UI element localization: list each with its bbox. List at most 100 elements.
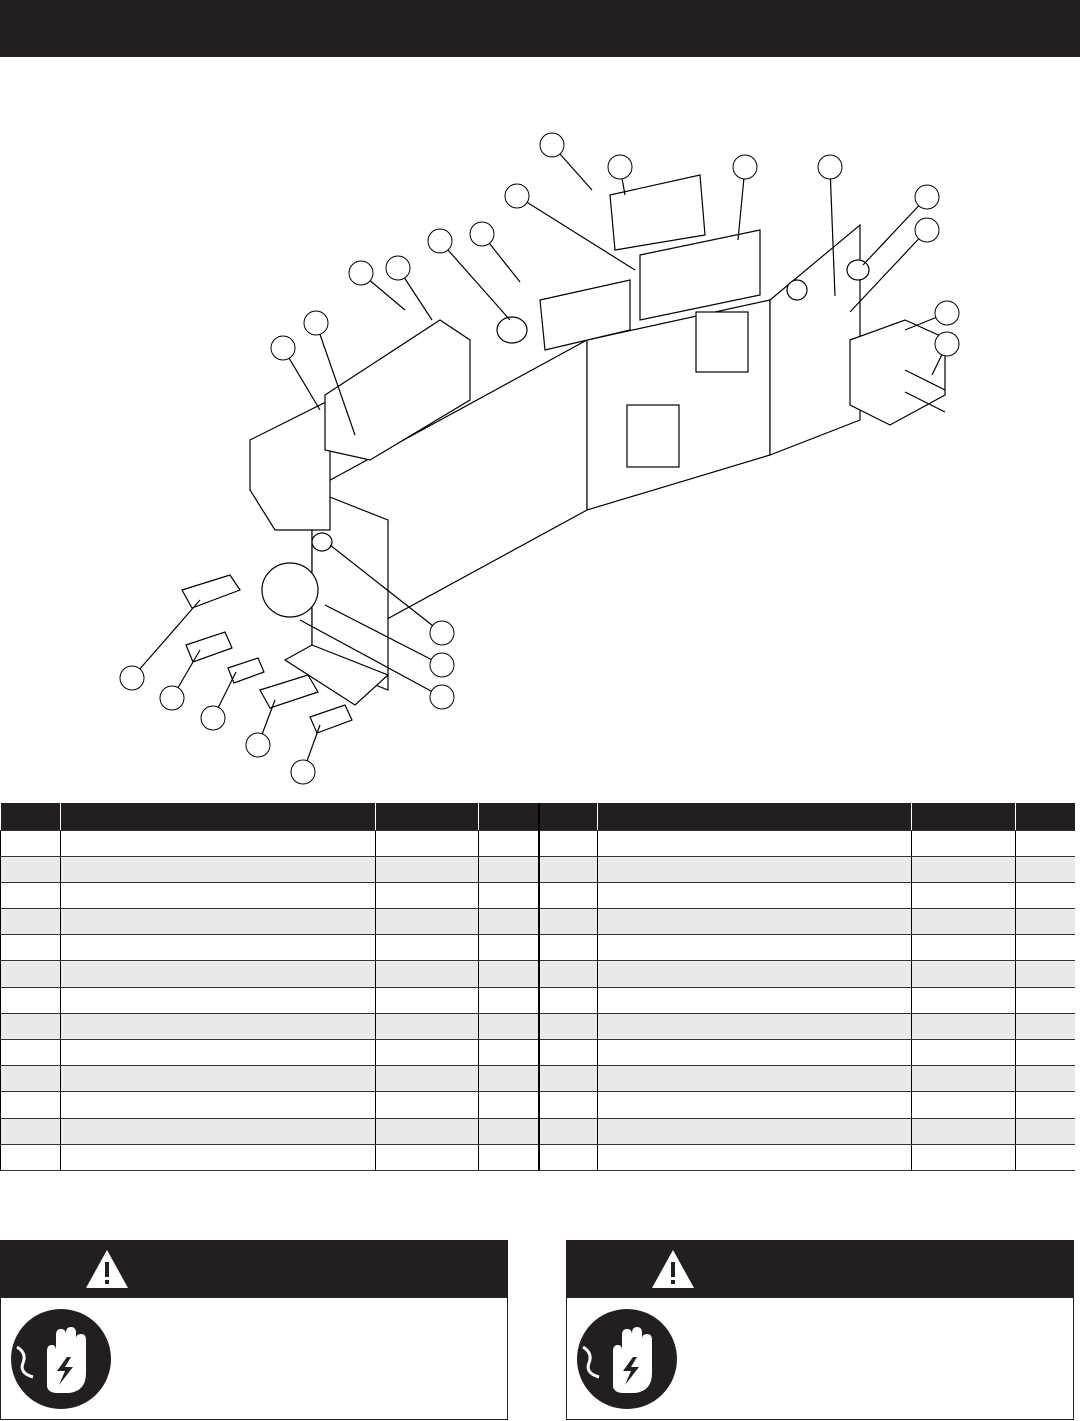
table-cell <box>1015 908 1075 936</box>
callout-circle <box>119 665 145 691</box>
table-cell <box>911 830 1016 857</box>
page-header-bar <box>0 0 1080 57</box>
table-cell <box>0 1065 61 1093</box>
table-cell <box>537 830 598 857</box>
callout-circle <box>504 183 530 209</box>
callout-circle <box>914 217 940 243</box>
callout-circle <box>303 310 329 336</box>
table-row <box>0 856 1075 883</box>
table-cell <box>1015 934 1075 962</box>
table-cell <box>375 1013 479 1041</box>
callout-circle <box>200 705 226 731</box>
harness-connector <box>309 704 353 734</box>
table-cell <box>60 987 376 1014</box>
warning-box <box>566 1240 1074 1420</box>
bracket-side-panel <box>769 223 861 456</box>
table-cell <box>478 830 539 857</box>
table-cell <box>537 856 598 883</box>
table-cell <box>911 1144 1016 1171</box>
terminal-screw <box>904 391 946 413</box>
table-cell <box>537 882 598 910</box>
table-cell <box>1015 1144 1075 1171</box>
table-cell <box>375 1118 479 1145</box>
table-cell <box>375 908 479 936</box>
table-cell <box>478 934 539 962</box>
warning-header <box>567 1241 1073 1298</box>
table-cell <box>1015 987 1075 1014</box>
table-cell <box>0 1144 61 1171</box>
table-cell <box>478 1039 539 1067</box>
table-cell <box>597 1091 912 1119</box>
table-cell <box>478 1118 539 1145</box>
table-cell <box>537 908 598 936</box>
table-cell <box>375 1039 479 1067</box>
table-cell <box>60 1065 376 1093</box>
table-cell <box>60 830 376 857</box>
table-cell <box>1015 1091 1075 1119</box>
table-cell <box>0 882 61 910</box>
table-row <box>0 1144 1075 1171</box>
table-cell <box>911 987 1016 1014</box>
table-row <box>0 882 1075 910</box>
table-cell <box>911 960 1016 988</box>
harness-connector <box>259 674 319 709</box>
table-cell <box>60 856 376 883</box>
table-cell <box>60 934 376 962</box>
panel-cutout-upper <box>695 311 749 373</box>
table-cell <box>375 934 479 962</box>
table-cell <box>478 987 539 1014</box>
header-cell <box>911 803 1016 831</box>
table-row <box>0 1013 1075 1041</box>
table-row <box>0 908 1075 936</box>
callout-circle <box>427 228 453 254</box>
table-cell <box>911 856 1016 883</box>
table-cell <box>375 856 479 883</box>
table-cell <box>537 987 598 1014</box>
callout-circle <box>290 759 316 785</box>
header-cell <box>597 803 912 831</box>
header-cell <box>375 803 479 831</box>
callout-circle <box>429 652 455 678</box>
table-cell <box>597 934 912 962</box>
table-cell <box>375 1065 479 1093</box>
table-cell <box>1015 960 1075 988</box>
table-cell <box>597 1118 912 1145</box>
callout-circle <box>385 255 411 281</box>
pressure-switch <box>261 562 319 618</box>
table-cell <box>597 960 912 988</box>
table-cell <box>597 1065 912 1093</box>
table-cell <box>0 960 61 988</box>
table-cell <box>1015 1013 1075 1041</box>
table-cell <box>1015 1118 1075 1145</box>
warning-triangle-icon <box>86 1250 128 1288</box>
warning-box <box>0 1240 508 1420</box>
header-cell <box>1015 803 1075 831</box>
table-cell <box>537 1065 598 1093</box>
table-cell <box>60 1118 376 1145</box>
callout-circle <box>934 331 960 357</box>
terminal-block <box>849 319 946 426</box>
bracket-foot <box>283 644 390 706</box>
grommet <box>311 532 333 552</box>
table-cell <box>60 1144 376 1171</box>
table-cell <box>911 1091 1016 1119</box>
table-cell <box>375 1144 479 1171</box>
parts-table-body <box>0 830 1075 1171</box>
terminal-screw <box>904 369 946 391</box>
callout-circle <box>245 732 271 758</box>
table-cell <box>1015 1039 1075 1067</box>
table-cell <box>478 882 539 910</box>
header-cell <box>537 803 598 831</box>
electrical-shock-hazard-icon <box>11 1309 111 1409</box>
header-cell <box>0 803 61 831</box>
table-cell <box>478 1065 539 1093</box>
parts-list-table <box>0 803 1075 1171</box>
warning-header <box>1 1241 507 1298</box>
table-cell <box>0 856 61 883</box>
terminal-strip <box>639 229 761 321</box>
table-cell <box>537 934 598 962</box>
table-cell <box>911 1118 1016 1145</box>
electrical-shock-hazard-icon <box>577 1309 677 1409</box>
table-cell <box>375 882 479 910</box>
table-cell <box>1015 882 1075 910</box>
